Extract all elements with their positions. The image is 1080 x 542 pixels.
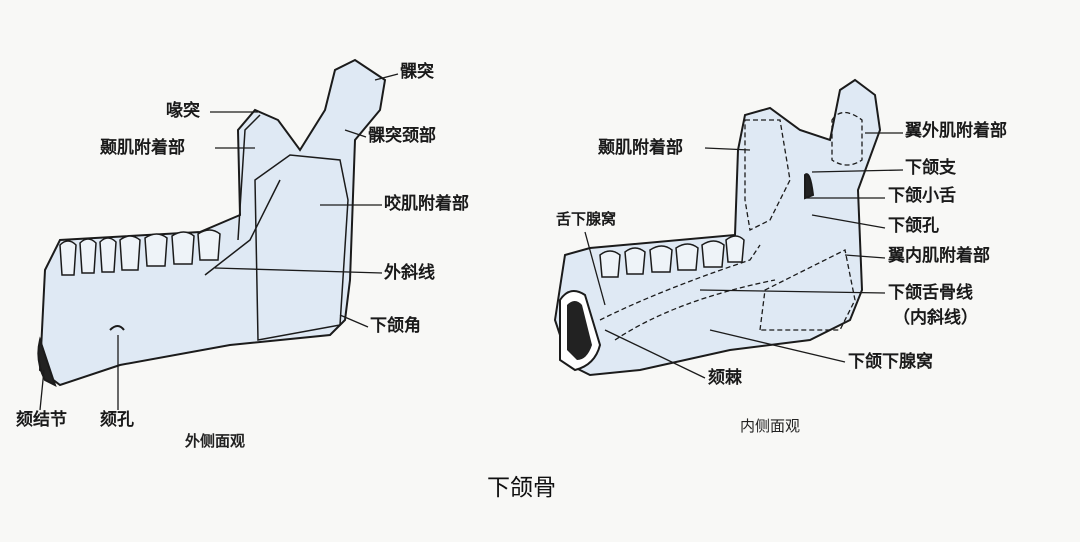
label-lateral-pterygoid: 翼外肌附着部 [905, 121, 1007, 141]
label-condyle-neck: 髁突颈部 [368, 126, 436, 146]
figure-caption: 下颌骨 [487, 475, 556, 501]
lateral-view-title: 外侧面观 [185, 432, 246, 450]
label-genial-spine: 颏棘 [708, 368, 742, 388]
label-submandibular-fossa: 下颌下腺窝 [848, 352, 933, 372]
leader-lines [39, 73, 904, 411]
label-mental-foramen: 颏孔 [100, 410, 134, 430]
label-lingula: 下颌小舌 [888, 186, 956, 206]
label-mental-tubercle: 颏结节 [16, 410, 67, 430]
label-ramus: 下颌支 [905, 158, 956, 178]
label-medial-pterygoid: 翼内肌附着部 [888, 246, 990, 266]
label-temporalis-medial: 颞肌附着部 [598, 138, 683, 158]
label-temporalis-lateral: 颞肌附着部 [100, 138, 185, 158]
label-angle: 下颌角 [370, 316, 421, 336]
label-condyle: 髁突 [400, 62, 434, 82]
label-coronoid: 喙突 [166, 101, 200, 121]
label-masseter: 咬肌附着部 [384, 194, 469, 214]
lateral-view-drawing [37, 58, 387, 387]
label-mandibular-foramen: 下颌孔 [888, 216, 939, 236]
medial-view-title: 内侧面观 [740, 417, 801, 435]
label-sublingual-fossa: 舌下腺窝 [556, 210, 617, 228]
label-mylohyoid-line: 下颌舌骨线 [888, 283, 973, 303]
label-external-oblique: 外斜线 [384, 263, 435, 283]
medial-view-drawing [553, 78, 882, 377]
label-internal-oblique: （内斜线） [893, 308, 978, 328]
